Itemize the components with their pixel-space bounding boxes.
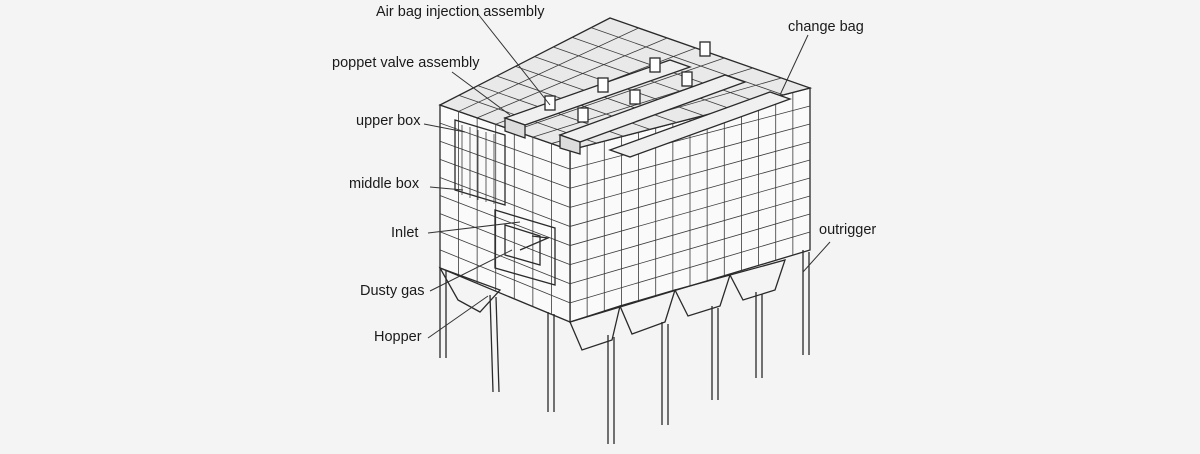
grid-line bbox=[495, 296, 500, 393]
hoppers bbox=[438, 259, 787, 351]
label-outrigger: outrigger bbox=[819, 222, 877, 238]
grid-line bbox=[569, 123, 811, 189]
leader-lines bbox=[423, 13, 831, 339]
grid-line bbox=[569, 195, 811, 266]
side-face-grid bbox=[569, 92, 811, 317]
inlet-opening bbox=[494, 209, 556, 286]
grid-line bbox=[458, 27, 639, 112]
bag-cutaway bbox=[454, 119, 506, 206]
grid-line bbox=[489, 294, 494, 393]
label-air-bag-injection-assembly: Air bag injection assembly bbox=[376, 4, 545, 20]
label-dusty-gas: Dusty gas bbox=[360, 283, 425, 299]
grid-line bbox=[569, 213, 811, 285]
grid-line bbox=[569, 177, 811, 246]
grid-line bbox=[439, 249, 571, 304]
grid-line bbox=[476, 37, 668, 119]
outrigger-legs bbox=[439, 250, 810, 444]
grid-line bbox=[439, 195, 571, 246]
air-bag-injection-assembly bbox=[503, 41, 792, 158]
label-upper-box: upper box bbox=[356, 113, 421, 129]
label-middle-box: middle box bbox=[349, 176, 420, 192]
grid-line bbox=[569, 105, 811, 170]
label-hopper: Hopper bbox=[374, 329, 422, 345]
grid-line bbox=[439, 231, 571, 285]
grid-line bbox=[569, 231, 811, 304]
label-inlet: Inlet bbox=[391, 225, 419, 241]
grid-line bbox=[569, 159, 811, 227]
label-poppet-valve-assembly: poppet valve assembly bbox=[332, 55, 480, 71]
grid-line bbox=[590, 27, 784, 96]
grid-line bbox=[514, 57, 725, 132]
grid-line bbox=[569, 141, 811, 208]
label-change-bag: change bag bbox=[788, 19, 864, 35]
